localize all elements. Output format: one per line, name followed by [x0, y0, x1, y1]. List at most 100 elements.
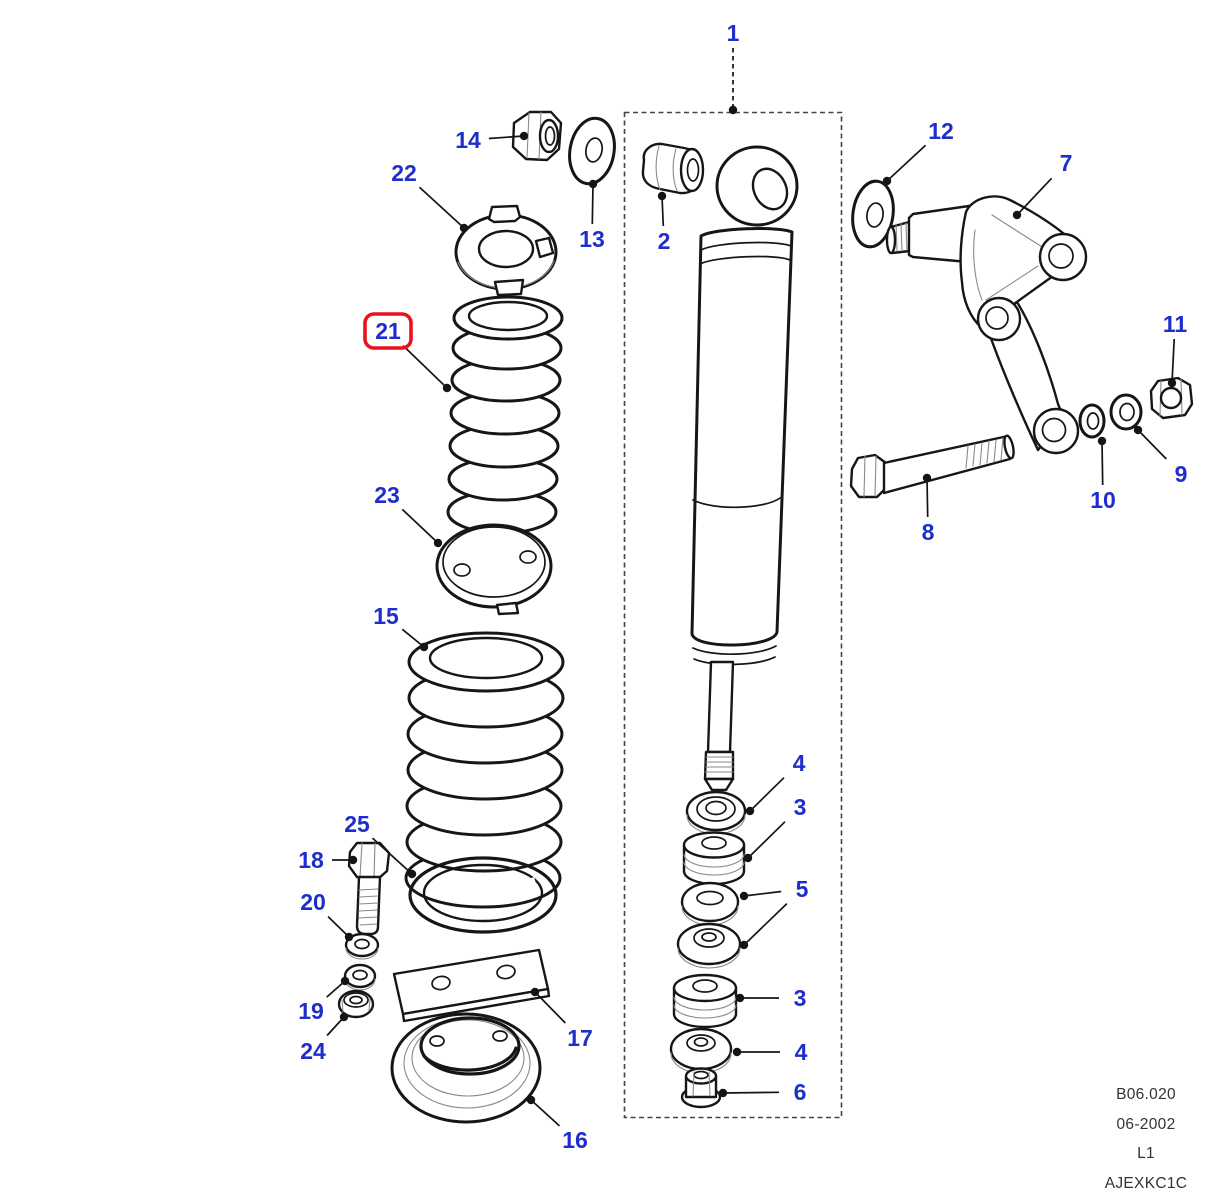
leader-line — [1016, 177, 1053, 216]
callout-19: 19 — [298, 976, 350, 1024]
part-number-label: 4 — [793, 750, 806, 776]
part-nut-6 — [680, 1067, 722, 1109]
part-washer-5-a — [680, 881, 740, 926]
part-washer-12 — [851, 179, 895, 249]
part-clamp-plate-17 — [392, 948, 551, 1023]
callout-22: 22 — [391, 160, 469, 233]
part-number-label: 19 — [298, 998, 324, 1024]
part-number-label: 3 — [794, 985, 807, 1011]
leader-dot — [344, 932, 354, 942]
part-bushing-2 — [641, 142, 705, 195]
callout-12: 12 — [882, 118, 954, 186]
part-number-label: 22 — [391, 160, 417, 186]
part-number-label: 17 — [567, 1025, 593, 1051]
part-nut-24 — [337, 989, 375, 1019]
part-bushing-3-upper — [682, 831, 746, 886]
callout-25: 25 — [344, 811, 417, 879]
leader-dot — [526, 1095, 536, 1105]
part-number-label: 9 — [1175, 461, 1188, 487]
leader-dot — [735, 993, 745, 1003]
leader-line — [743, 890, 782, 897]
part-bolt-18 — [347, 841, 391, 936]
part-number-label: 23 — [374, 482, 400, 508]
part-coil-spring-21 — [446, 295, 564, 535]
leader-line — [926, 477, 929, 518]
leader-dot — [530, 987, 540, 997]
leader-line — [534, 991, 566, 1024]
leader-dot — [433, 538, 443, 548]
part-washer-4-upper — [685, 790, 747, 835]
leader-dot — [745, 806, 755, 816]
leader-dot — [922, 473, 932, 483]
callout-21: 21 — [363, 312, 452, 393]
part-washer-10 — [1078, 403, 1106, 439]
callout-11: 11 — [1163, 311, 1188, 388]
highlight-box — [363, 312, 413, 350]
leader-line — [722, 1091, 780, 1094]
part-spring-plate-23 — [435, 523, 553, 616]
callout-7: 7 — [1012, 150, 1073, 220]
footer-line: L1 — [1137, 1145, 1155, 1162]
part-number-label: 7 — [1060, 150, 1073, 176]
leader-dot — [728, 105, 738, 115]
leader-dot — [339, 1012, 349, 1022]
part-washer-20 — [344, 932, 380, 960]
leader-line — [1101, 440, 1104, 486]
part-retaining-ring-25 — [408, 856, 558, 934]
part-nut-11 — [1149, 376, 1194, 420]
part-washer-5-b — [676, 922, 742, 969]
callout-4: 4 — [732, 1039, 808, 1065]
leader-dot — [743, 853, 753, 863]
leader-dot — [419, 642, 429, 652]
part-number-label: 14 — [455, 127, 481, 153]
leader-dot — [459, 223, 469, 233]
part-number-label: 13 — [579, 226, 605, 252]
callout-9: 9 — [1133, 425, 1188, 487]
part-number-label: 1 — [727, 20, 740, 46]
leader-dot — [442, 383, 452, 393]
part-nut-14 — [511, 110, 563, 162]
callout-8: 8 — [922, 473, 935, 545]
leader-line — [743, 902, 788, 946]
part-number-label: 11 — [1163, 311, 1188, 337]
part-number-label: 15 — [373, 603, 399, 629]
leader-line — [371, 837, 413, 875]
callout-20: 20 — [300, 889, 354, 942]
part-number-label: 24 — [300, 1038, 326, 1064]
leader-dot — [1012, 210, 1022, 220]
leader-line — [401, 628, 425, 648]
leader-dot — [739, 940, 749, 950]
part-washer-13 — [568, 116, 616, 186]
leader-line — [327, 915, 350, 938]
callout-23: 23 — [374, 482, 443, 548]
part-bushing-3-lower — [672, 973, 738, 1029]
part-washer-19 — [343, 963, 377, 991]
leader-line — [1171, 338, 1176, 384]
leader-line — [747, 821, 786, 859]
callout-18: 18 — [298, 847, 358, 873]
callout-16: 16 — [526, 1095, 588, 1153]
callout-17: 17 — [530, 987, 593, 1051]
callout-5: 5 — [739, 876, 809, 950]
callout-3: 3 — [735, 985, 807, 1011]
leader-line — [1137, 429, 1167, 460]
part-number-label: 12 — [928, 118, 954, 144]
leader-line — [418, 186, 465, 229]
leader-dot — [657, 191, 667, 201]
leader-line — [749, 777, 785, 812]
callout-13: 13 — [579, 179, 605, 252]
leader-line — [591, 183, 594, 225]
footer-line: AJEXKC1C — [1104, 1174, 1188, 1191]
part-number-label: 21 — [375, 318, 401, 344]
leader-line — [661, 195, 665, 227]
part-number-label: 18 — [298, 847, 324, 873]
leader-dot — [739, 891, 749, 901]
assembly-group-box — [623, 111, 843, 1119]
leader-line — [886, 144, 927, 182]
part-coil-spring-15 — [404, 631, 565, 909]
part-number-label: 8 — [922, 519, 935, 545]
callout-6: 6 — [718, 1079, 806, 1105]
callout-10: 10 — [1090, 436, 1116, 513]
